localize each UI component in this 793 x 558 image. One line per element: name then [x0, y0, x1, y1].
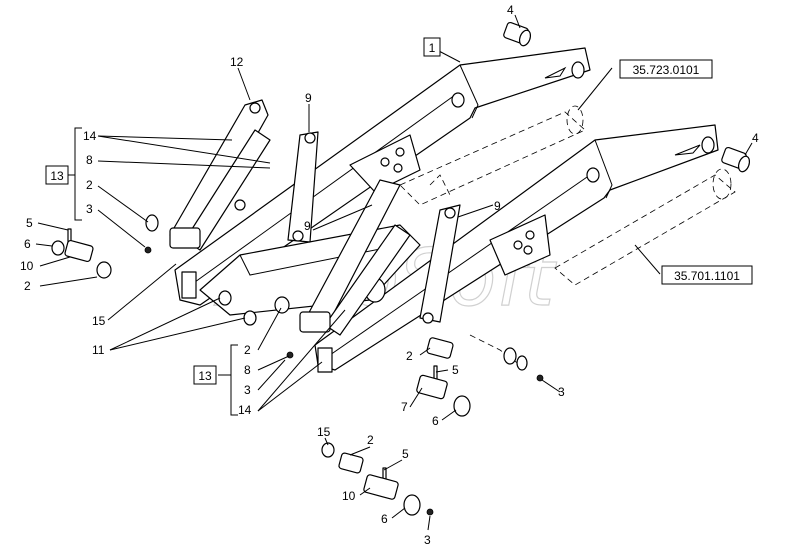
ref-box-group-lower[interactable]: 13: [193, 365, 217, 385]
callout-2: 2: [406, 349, 413, 363]
callout-14: 14: [238, 403, 252, 417]
group-bracket-lower: [218, 344, 238, 416]
link-plate-9-right: [419, 204, 461, 324]
bushing-4-right: [721, 146, 751, 173]
callout-7: 7: [401, 400, 408, 414]
ref-box-cylinder-bottom[interactable]: 35.701.1101: [661, 265, 753, 285]
callout-8: 8: [86, 153, 93, 167]
callout-6: 6: [381, 512, 388, 526]
ref-box-cylinder-top-label: 35.723.0101: [633, 63, 700, 77]
callout-6: 6: [432, 414, 439, 428]
callout-2: 2: [24, 279, 31, 293]
link-plate-center: [299, 179, 411, 336]
callout-11: 11: [92, 343, 105, 357]
ref-box-group-upper[interactable]: 13: [45, 165, 69, 185]
callout-3: 3: [558, 385, 565, 399]
callout-labels: 4 4 12 9 9 9 14 8 2 3 5 6 10 2 15 11 2 8…: [20, 3, 759, 547]
ref-box-cylinder-top[interactable]: 35.723.0101: [619, 59, 713, 79]
cylinder-upper: [399, 105, 586, 206]
callout-9: 9: [494, 199, 501, 213]
callout-4: 4: [507, 3, 514, 17]
callout-10: 10: [342, 489, 356, 503]
group-bracket-upper: [68, 127, 82, 221]
link-plate-9-left: [287, 131, 319, 243]
callout-9: 9: [305, 91, 312, 105]
callout-2: 2: [86, 178, 93, 192]
ref-box-cylinder-bottom-label: 35.701.1101: [674, 269, 740, 283]
callout-5: 5: [452, 363, 459, 377]
cylinder-lower: [554, 168, 736, 286]
callout-3: 3: [424, 533, 431, 547]
callout-3: 3: [244, 383, 251, 397]
bottom-pin-stack: [321, 442, 434, 516]
ref-box-group-lower-label: 13: [198, 369, 212, 383]
callout-5: 5: [402, 447, 409, 461]
loader-arm-left: [174, 47, 591, 306]
ref-box-group-upper-label: 13: [50, 169, 64, 183]
callout-3: 3: [86, 202, 93, 216]
bushing-4-top: [503, 21, 532, 47]
right-lower-parts: [416, 334, 544, 417]
callout-2: 2: [367, 433, 374, 447]
ref-box-frame[interactable]: 1: [423, 37, 441, 57]
callout-12: 12: [230, 55, 244, 69]
callout-8: 8: [244, 363, 251, 377]
loader-arm-right: [314, 124, 719, 373]
left-pin-stack: [51, 214, 159, 279]
callout-9: 9: [304, 219, 311, 233]
callout-15: 15: [92, 314, 106, 328]
callout-4: 4: [752, 131, 759, 145]
callout-5: 5: [26, 216, 33, 230]
callout-6: 6: [24, 237, 31, 251]
ref-box-frame-label: 1: [429, 41, 436, 55]
leader-lines: [35, 14, 753, 531]
callout-14: 14: [83, 129, 97, 143]
callout-10: 10: [20, 259, 34, 273]
callout-15: 15: [317, 425, 331, 439]
callout-2: 2: [244, 343, 251, 357]
